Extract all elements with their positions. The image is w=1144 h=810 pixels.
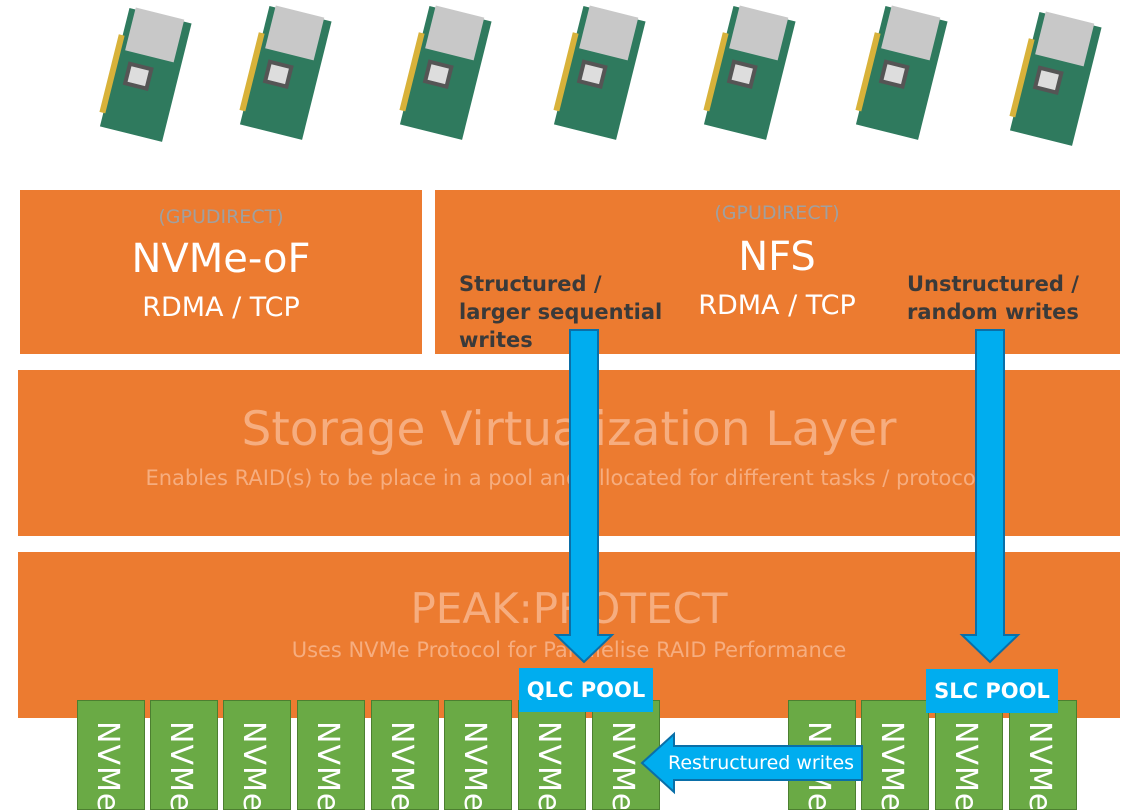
random-writes-arrow <box>959 329 1021 664</box>
nvme-drive: NVMe <box>518 700 586 810</box>
gpu-card-icon <box>239 5 332 140</box>
nvmeof-title: NVMe-oF <box>131 236 311 282</box>
gpu-card-icon <box>855 5 948 140</box>
nvme-drive: NVMe <box>592 700 660 810</box>
gpu-card-icon <box>1009 11 1102 146</box>
gpu-card-icon <box>703 5 796 140</box>
nfs-title: NFS <box>738 234 816 280</box>
gpu-card-icon <box>99 7 192 142</box>
nvme-drive: NVMe <box>371 700 439 810</box>
gpu-card-icon <box>553 5 646 140</box>
structured-writes-note: Structured / larger sequential writes <box>459 272 663 352</box>
sequential-writes-arrow <box>553 329 615 664</box>
qlc-pool-label: QLC POOL <box>519 668 653 712</box>
nvme-drive: NVMe <box>223 700 291 810</box>
nvme-drive: NVMe <box>1009 700 1077 810</box>
nfs-panel: (GPUDIRECT) NFS RDMA / TCP Structured / … <box>435 190 1120 354</box>
nvmeof-protocol: RDMA / TCP <box>142 292 300 323</box>
nfs-tag: (GPUDIRECT) <box>714 202 840 224</box>
nvme-drive: NVMe <box>77 700 145 810</box>
nvmeof-panel: (GPUDIRECT) NVMe-oF RDMA / TCP <box>20 190 422 354</box>
gpu-card-icon <box>399 5 492 140</box>
nfs-protocol: RDMA / TCP <box>698 290 856 321</box>
nvme-drive: NVMe <box>935 700 1003 810</box>
slc-pool-label: SLC POOL <box>926 669 1058 713</box>
restructured-writes-label: Restructured writes <box>668 752 855 774</box>
restructured-writes-arrow <box>640 731 863 795</box>
unstructured-writes-note: Unstructured / random writes <box>907 272 1079 324</box>
virtualization-subtitle: Enables RAID(s) to be place in a pool an… <box>145 466 993 490</box>
nvmeof-tag: (GPUDIRECT) <box>158 206 284 228</box>
virtualization-title: Storage Virtualization Layer <box>241 402 897 457</box>
